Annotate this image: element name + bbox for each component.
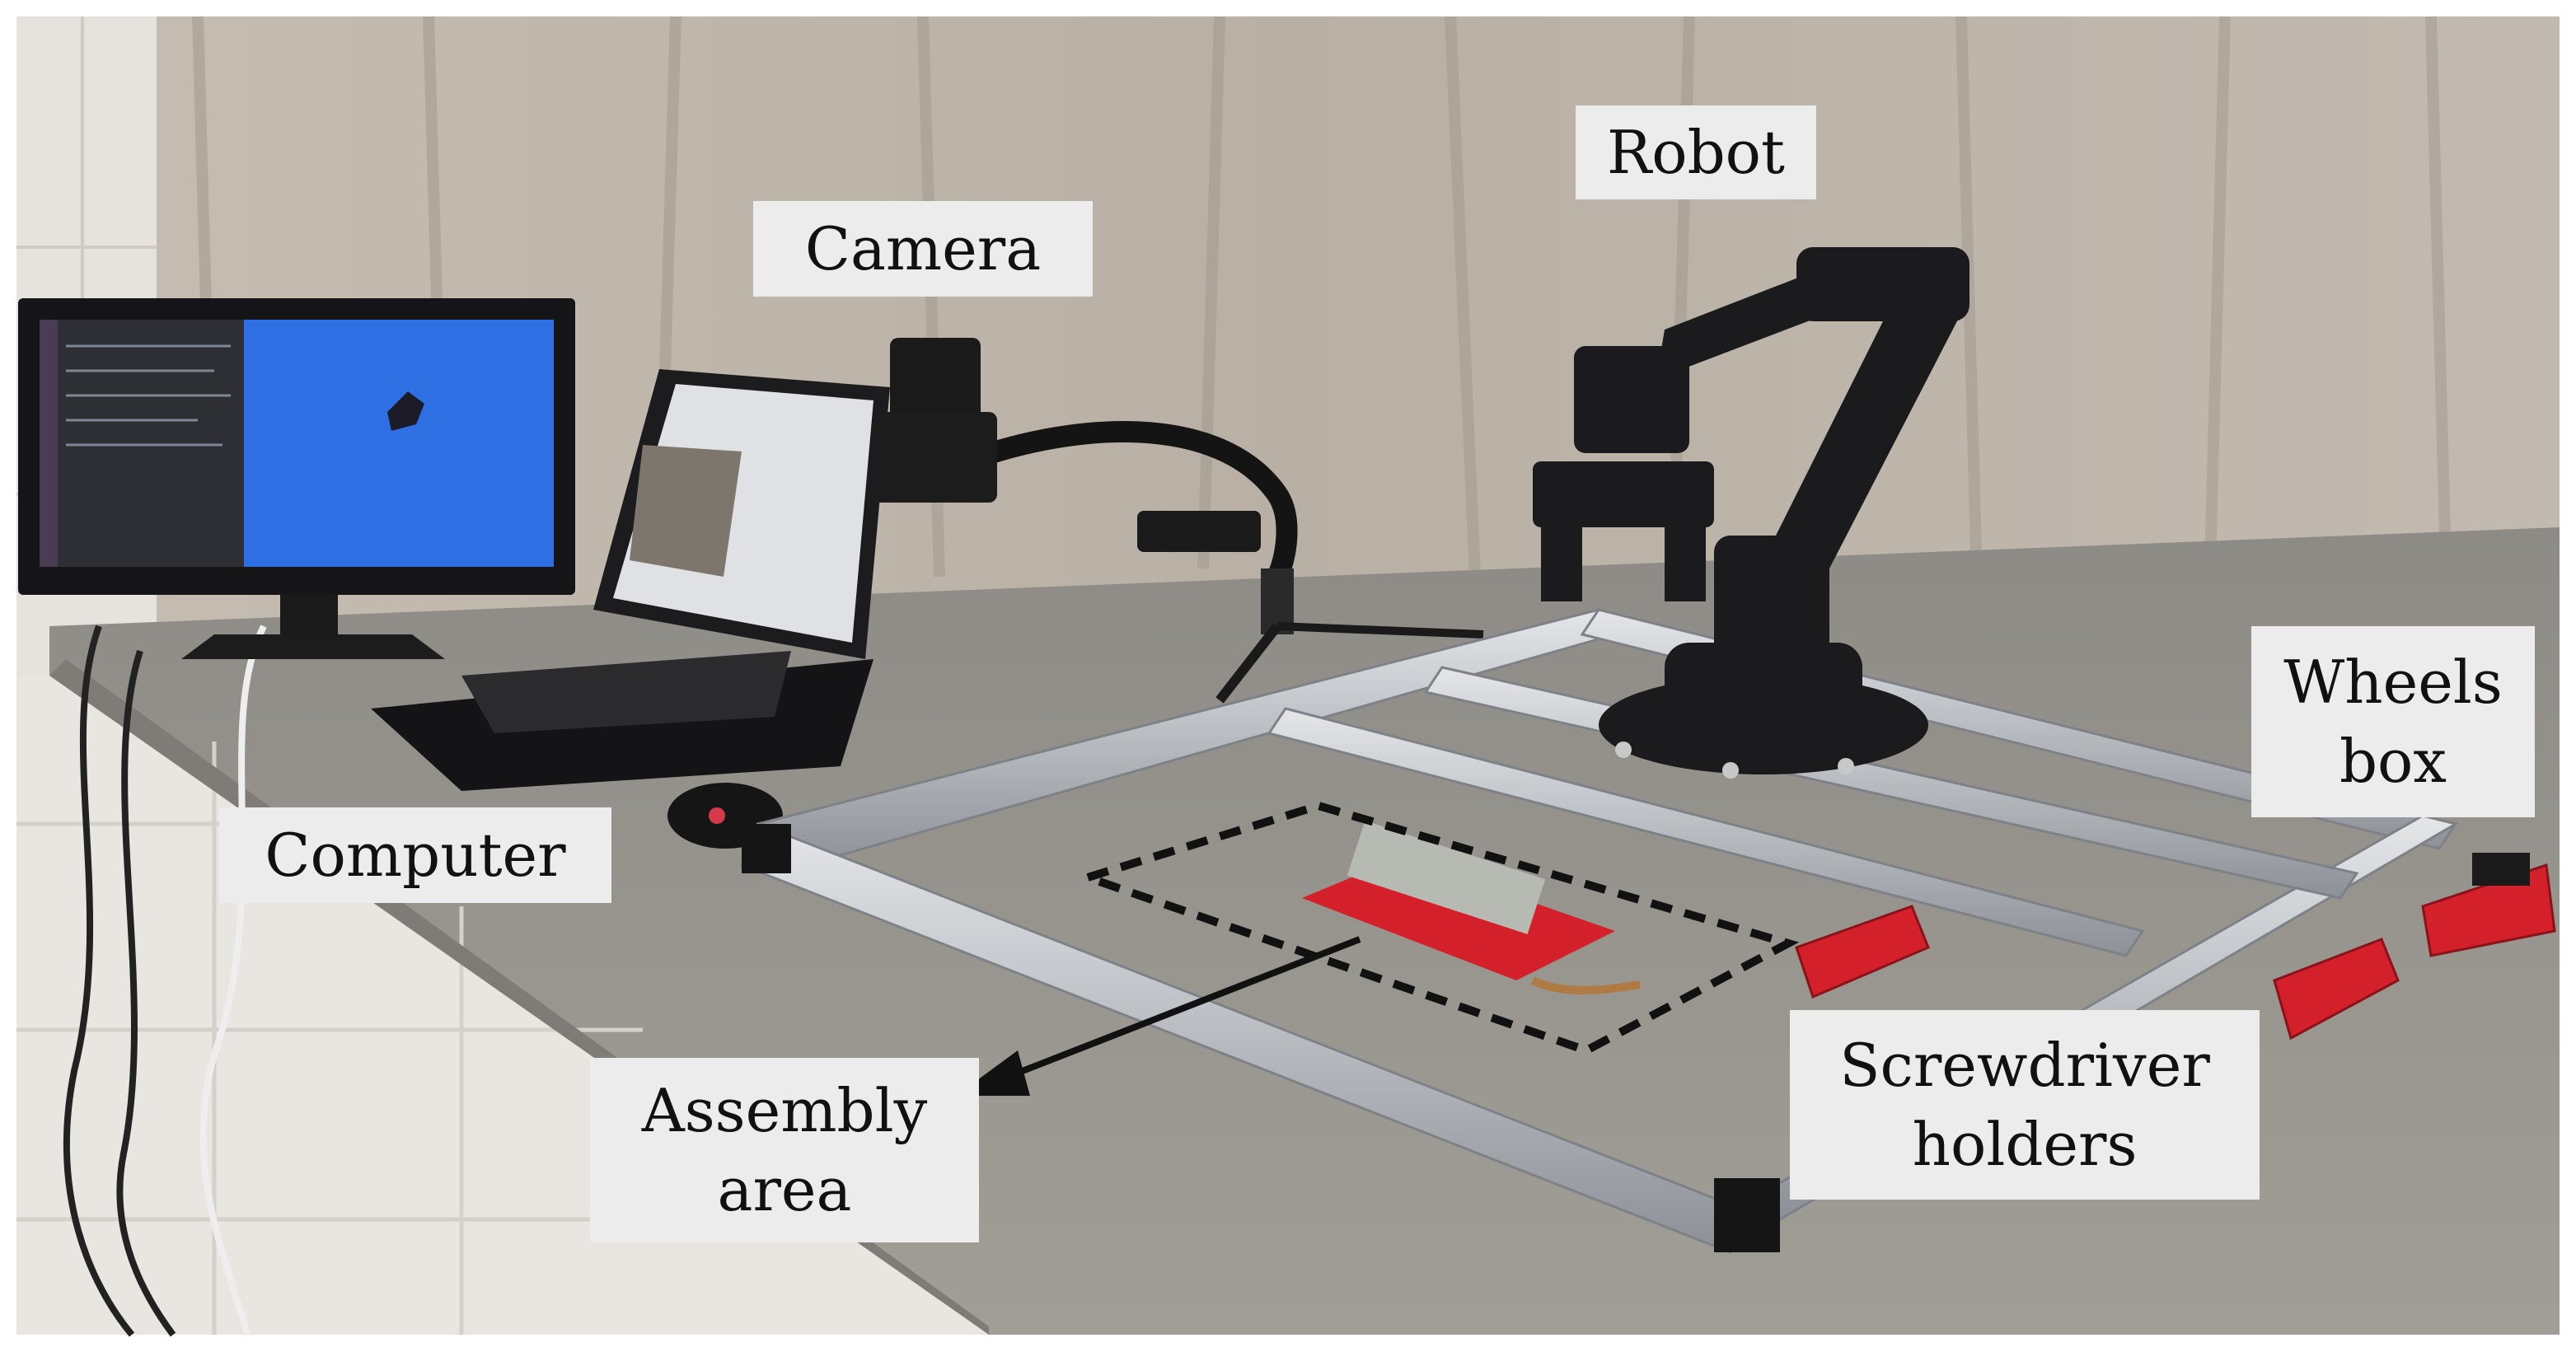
wheels-box-label-line1: Wheels [2283,648,2503,717]
robot-label: Robot [1576,105,1816,199]
assembly-area-label-line1: Assembly [641,1076,928,1145]
computer-label: Computer [219,807,611,903]
robot-label-text: Robot [1607,118,1785,187]
camera [873,338,1484,704]
laptop [371,369,890,791]
wheels-box-label-line2: box [2339,727,2447,796]
screwdriver-holders [1795,863,2556,1041]
robot-arm [1533,247,1969,774]
screwdriver-holders-label: Screwdriver holders [1790,1010,2260,1200]
assembly-area-label: Assembly area [590,1058,979,1242]
screwdriver-holders-label-line1: Screwdriver [1839,1031,2210,1100]
cables [63,625,267,1337]
assembly-part [1302,821,1641,994]
computer-label-text: Computer [265,821,566,890]
camera-label: Camera [753,201,1093,297]
assembly-area-label-line2: area [717,1155,852,1224]
assembly-area-outline [1074,801,1800,1055]
camera-label-text: Camera [804,214,1042,283]
monitor [18,298,575,659]
wheels-box [2472,853,2530,886]
wheels-box-label: Wheels box [2251,626,2535,817]
screwdriver-holders-label-line2: holders [1912,1110,2138,1179]
